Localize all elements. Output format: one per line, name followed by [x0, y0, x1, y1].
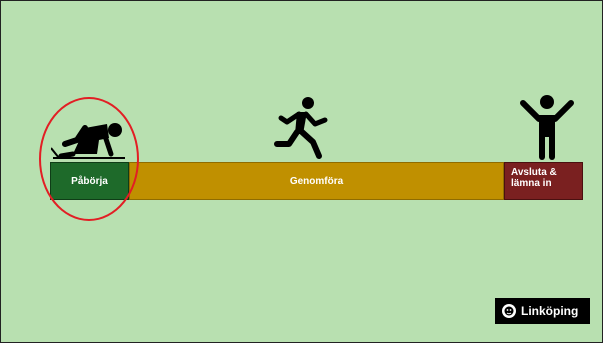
stage-middle-label: Genomföra — [289, 175, 344, 187]
linkoping-logo: Linköping — [495, 298, 590, 324]
highlight-circle — [39, 97, 139, 221]
stage-end-label-line2: lämna in — [511, 178, 552, 189]
lion-emblem-icon — [502, 304, 516, 318]
logo-text: Linköping — [521, 304, 579, 318]
stage-end: Avsluta & lämna in — [504, 162, 583, 200]
stage-end-label-line1: Avsluta & — [511, 167, 557, 178]
stage-middle: Genomföra — [129, 162, 504, 200]
running-person-icon — [274, 97, 328, 159]
celebrating-person-icon — [520, 95, 574, 160]
